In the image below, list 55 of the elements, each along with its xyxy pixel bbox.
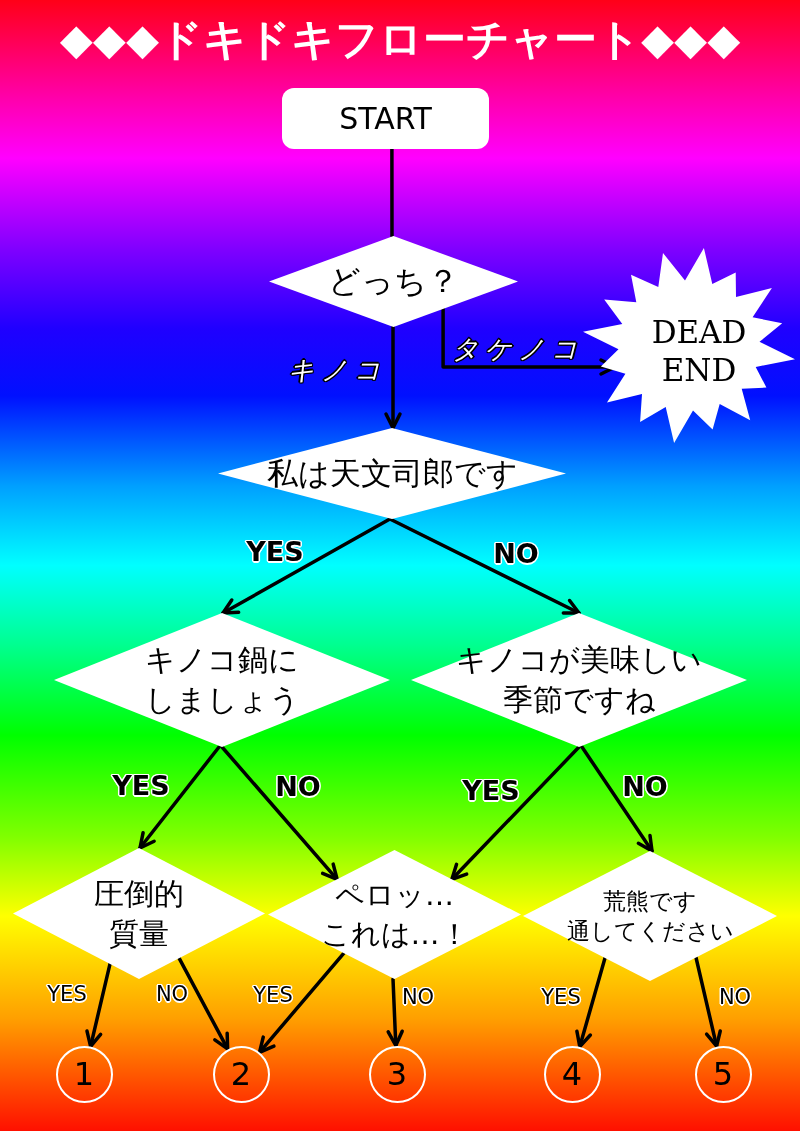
outcome-number: 2 bbox=[230, 1053, 252, 1095]
decision-diamond bbox=[218, 428, 566, 519]
outcome-circle bbox=[368, 1045, 426, 1103]
question-text: 荒熊です通してください bbox=[566, 886, 734, 946]
start-box bbox=[282, 88, 489, 149]
edge-label: NO bbox=[718, 986, 752, 1010]
question-text: 圧倒的質量 bbox=[94, 874, 184, 953]
edge-label: YES bbox=[246, 537, 304, 567]
edge-label: YES bbox=[541, 986, 581, 1010]
question-text: 私は天文司郎です bbox=[266, 454, 518, 494]
dead-end-text: DEAD END bbox=[650, 314, 748, 389]
arrow bbox=[575, 956, 607, 1049]
decision-diamond bbox=[523, 851, 777, 981]
starburst bbox=[582, 247, 796, 444]
edge-label: NO bbox=[275, 772, 321, 802]
connector-line bbox=[390, 147, 394, 238]
decision-diamond bbox=[13, 848, 265, 979]
arrow bbox=[694, 955, 722, 1048]
arrow bbox=[450, 745, 581, 882]
outcome-number: 3 bbox=[386, 1053, 408, 1095]
outcome-circle bbox=[212, 1045, 270, 1103]
decision-diamond bbox=[268, 850, 521, 979]
edge-label: キノコ bbox=[287, 355, 387, 385]
edge-label: YES bbox=[253, 984, 293, 1008]
outcome-circle bbox=[55, 1045, 113, 1103]
arrow bbox=[580, 745, 654, 853]
arrow bbox=[221, 517, 392, 615]
outcome-number: 1 bbox=[73, 1053, 95, 1095]
outcome-number: 5 bbox=[712, 1053, 734, 1095]
arrow bbox=[85, 962, 112, 1049]
outcome-number: 4 bbox=[561, 1053, 583, 1095]
edge-label: NO bbox=[155, 983, 189, 1007]
edge-label: NO bbox=[401, 986, 435, 1010]
edge-label: YES bbox=[112, 771, 170, 801]
arrow bbox=[384, 325, 402, 430]
arrow bbox=[220, 745, 339, 882]
decision-diamond bbox=[54, 613, 390, 747]
edge-label: YES bbox=[462, 776, 520, 806]
arrow bbox=[386, 977, 404, 1048]
start-label: START bbox=[339, 99, 432, 138]
arrow bbox=[257, 951, 346, 1055]
outcome-circle bbox=[543, 1045, 601, 1103]
question-text: ペロッ…これは…！ bbox=[320, 877, 469, 953]
question-text: キノコ鍋にしましょう bbox=[144, 641, 300, 719]
arrow bbox=[138, 745, 221, 850]
title: ◆◆◆ドキドキフローチャート◆◆◆ bbox=[59, 14, 741, 64]
edge-label: NO bbox=[493, 539, 539, 569]
decision-diamond bbox=[269, 236, 518, 327]
edge-label: YES bbox=[47, 983, 87, 1007]
edge-label: タケノコ bbox=[452, 334, 584, 364]
outcome-circle bbox=[694, 1045, 752, 1103]
question-text: どっち？ bbox=[328, 261, 459, 303]
edge-label: NO bbox=[622, 772, 668, 802]
arrow bbox=[388, 517, 581, 615]
arrow bbox=[177, 956, 230, 1051]
